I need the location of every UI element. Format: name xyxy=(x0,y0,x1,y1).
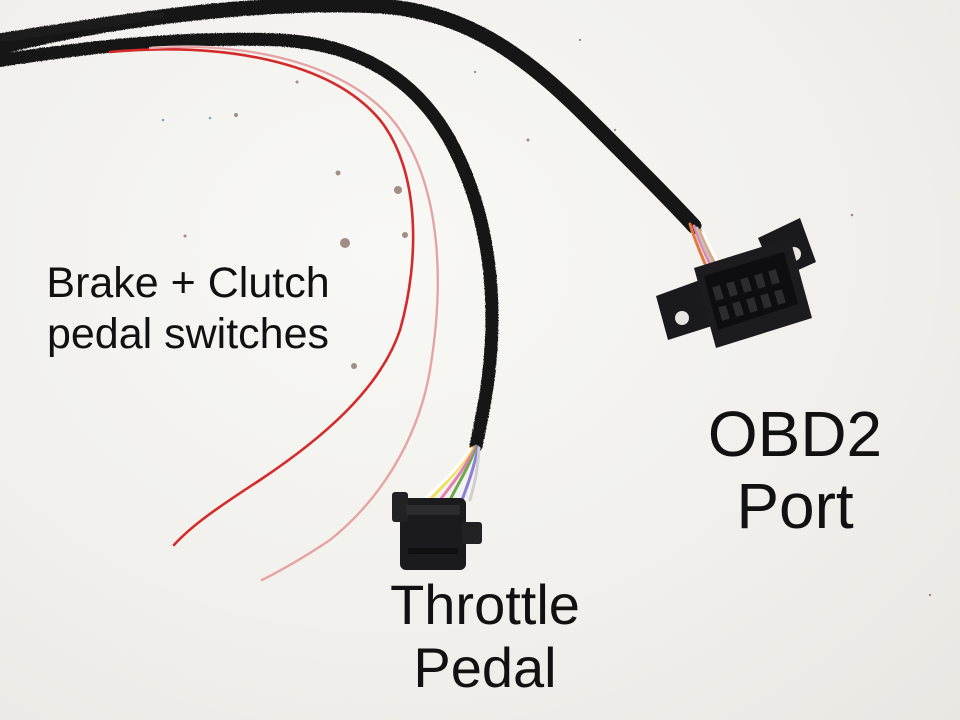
throttle-pedal-label: Throttle Pedal xyxy=(360,573,610,699)
obd2-port-label: OBD2 Port xyxy=(690,398,900,543)
throttle-pedal-label-line1: Throttle xyxy=(390,573,580,636)
surface-specks xyxy=(161,38,932,597)
sleeve-upper-edge xyxy=(0,9,165,44)
obd2-port-label-line1: OBD2 xyxy=(707,398,883,470)
pedal-switches-label: Brake + Clutch pedal switches xyxy=(18,258,358,359)
throttle-cable-sleeve xyxy=(0,32,499,453)
pedal-switches-label-line1: Brake + Clutch xyxy=(46,259,330,307)
red-switch-wire xyxy=(108,48,415,547)
throttle-connector-wires xyxy=(422,444,481,502)
obd2-port-label-line2: Port xyxy=(736,470,854,543)
throttle-pedal-label-line2: Pedal xyxy=(413,635,557,699)
pink-wire-highlight xyxy=(151,45,441,370)
pink-switch-wire xyxy=(148,45,439,582)
throttle-connector xyxy=(392,492,482,570)
obd2-cable-sleeve xyxy=(0,0,702,234)
pedal-switches-label-line2: pedal switches xyxy=(46,309,330,358)
obd2-connector xyxy=(656,218,816,348)
